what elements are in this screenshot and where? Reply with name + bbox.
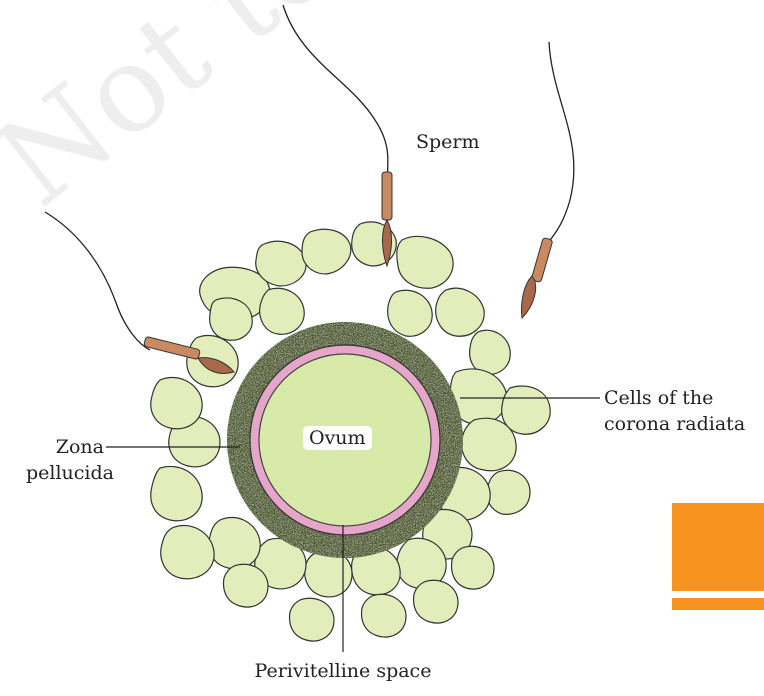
sperm-3-tail — [45, 212, 150, 350]
sperm-1-midpiece — [382, 172, 392, 220]
sperm-2-head — [521, 276, 535, 318]
cells-corona-label-line1: Cells of the — [604, 386, 713, 410]
sperm-3-midpiece — [144, 336, 201, 359]
accent-bar — [672, 598, 764, 610]
sperm-2 — [521, 237, 552, 318]
sperm-2-tail — [545, 42, 574, 250]
zona-label-line2: pellucida — [20, 461, 114, 485]
perivitelline-label: Perivitelline space — [228, 659, 458, 683]
sperm-label: Sperm — [416, 130, 480, 154]
sperm-2-midpiece — [531, 237, 553, 282]
accent-block — [672, 503, 764, 591]
zona-label-line1: Zona — [20, 435, 104, 459]
ovum-label: Ovum — [303, 426, 372, 450]
cells-corona-label-line2: corona radiata — [604, 412, 745, 436]
sperm-1 — [382, 172, 392, 266]
